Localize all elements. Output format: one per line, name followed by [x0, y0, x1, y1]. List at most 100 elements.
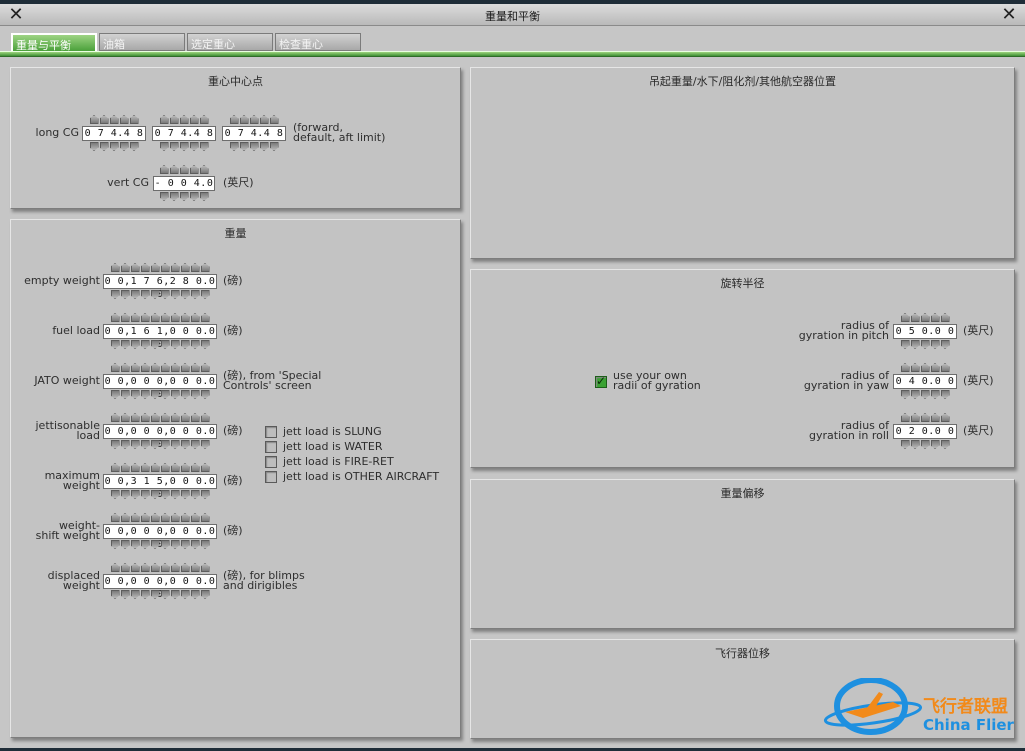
increment-arrow-icon[interactable] [169, 165, 179, 174]
increment-arrow-icon[interactable] [160, 563, 170, 572]
increment-arrow-icon[interactable] [160, 313, 170, 322]
decrement-arrow-icon[interactable] [180, 290, 190, 299]
increment-arrow-icon[interactable] [179, 165, 189, 174]
weight-input-1[interactable]: 0 0,1 6 1,0 0 0.0 0 [103, 324, 217, 350]
increment-arrow-icon[interactable] [180, 413, 190, 422]
increment-arrow-icon[interactable] [900, 413, 910, 422]
weight-input-5[interactable]: 0 0,0 0 0,0 0 0.0 0 [103, 524, 217, 550]
increment-arrow-icon[interactable] [170, 563, 180, 572]
decrement-arrow-icon[interactable] [160, 440, 170, 449]
increment-arrow-icon[interactable] [930, 313, 940, 322]
increment-arrow-icon[interactable] [110, 563, 120, 572]
increment-arrow-icon[interactable] [89, 115, 99, 124]
decrement-arrow-icon[interactable] [189, 142, 199, 151]
own-radii-checkbox[interactable] [595, 374, 607, 388]
increment-arrow-icon[interactable] [190, 413, 200, 422]
decrement-arrow-icon[interactable] [170, 390, 180, 399]
increment-arrow-icon[interactable] [180, 263, 190, 272]
increment-arrow-icon[interactable] [150, 263, 160, 272]
decrement-arrow-icon[interactable] [110, 490, 120, 499]
increment-arrow-icon[interactable] [129, 115, 139, 124]
decrement-arrow-icon[interactable] [130, 290, 140, 299]
decrement-arrow-icon[interactable] [180, 340, 190, 349]
increment-arrow-icon[interactable] [229, 115, 239, 124]
decrement-arrow-icon[interactable] [130, 390, 140, 399]
increment-arrow-icon[interactable] [120, 463, 130, 472]
decrement-arrow-icon[interactable] [190, 540, 200, 549]
jett-option-checkbox-3[interactable] [265, 471, 277, 483]
increment-arrow-icon[interactable] [160, 363, 170, 372]
increment-arrow-icon[interactable] [269, 115, 279, 124]
increment-arrow-icon[interactable] [200, 513, 210, 522]
decrement-arrow-icon[interactable] [170, 490, 180, 499]
increment-arrow-icon[interactable] [150, 463, 160, 472]
decrement-arrow-icon[interactable] [140, 590, 150, 599]
decrement-arrow-icon[interactable] [120, 340, 130, 349]
increment-arrow-icon[interactable] [170, 263, 180, 272]
decrement-arrow-icon[interactable] [169, 142, 179, 151]
increment-arrow-icon[interactable] [140, 313, 150, 322]
decrement-arrow-icon[interactable] [910, 390, 920, 399]
increment-arrow-icon[interactable] [170, 363, 180, 372]
decrement-arrow-icon[interactable] [160, 490, 170, 499]
increment-arrow-icon[interactable] [110, 513, 120, 522]
decrement-arrow-icon[interactable] [930, 340, 940, 349]
decrement-arrow-icon[interactable] [120, 290, 130, 299]
decrement-arrow-icon[interactable] [130, 590, 140, 599]
weight-input-2[interactable]: 0 0,0 0 0,0 0 0.0 0 [103, 374, 217, 400]
decrement-arrow-icon[interactable] [169, 192, 179, 201]
increment-arrow-icon[interactable] [160, 413, 170, 422]
decrement-arrow-icon[interactable] [160, 340, 170, 349]
increment-arrow-icon[interactable] [189, 165, 199, 174]
decrement-arrow-icon[interactable] [109, 142, 119, 151]
decrement-arrow-icon[interactable] [110, 540, 120, 549]
increment-arrow-icon[interactable] [159, 165, 169, 174]
decrement-arrow-icon[interactable] [940, 390, 950, 399]
increment-arrow-icon[interactable] [180, 513, 190, 522]
increment-arrow-icon[interactable] [110, 363, 120, 372]
increment-arrow-icon[interactable] [140, 363, 150, 372]
increment-arrow-icon[interactable] [930, 363, 940, 372]
decrement-arrow-icon[interactable] [130, 540, 140, 549]
increment-arrow-icon[interactable] [180, 363, 190, 372]
decrement-arrow-icon[interactable] [910, 440, 920, 449]
decrement-arrow-icon[interactable] [99, 142, 109, 151]
increment-arrow-icon[interactable] [900, 313, 910, 322]
increment-arrow-icon[interactable] [239, 115, 249, 124]
decrement-arrow-icon[interactable] [249, 142, 259, 151]
weight-input-3[interactable]: 0 0,0 0 0,0 0 0.0 0 [103, 424, 217, 450]
increment-arrow-icon[interactable] [199, 165, 209, 174]
decrement-arrow-icon[interactable] [120, 440, 130, 449]
increment-arrow-icon[interactable] [920, 313, 930, 322]
decrement-arrow-icon[interactable] [200, 390, 210, 399]
decrement-arrow-icon[interactable] [150, 340, 160, 349]
increment-arrow-icon[interactable] [940, 313, 950, 322]
increment-arrow-icon[interactable] [920, 363, 930, 372]
increment-arrow-icon[interactable] [110, 313, 120, 322]
increment-arrow-icon[interactable] [200, 463, 210, 472]
decrement-arrow-icon[interactable] [170, 540, 180, 549]
decrement-arrow-icon[interactable] [259, 142, 269, 151]
increment-arrow-icon[interactable] [99, 115, 109, 124]
increment-arrow-icon[interactable] [189, 115, 199, 124]
decrement-arrow-icon[interactable] [190, 390, 200, 399]
increment-arrow-icon[interactable] [930, 413, 940, 422]
increment-arrow-icon[interactable] [190, 463, 200, 472]
decrement-arrow-icon[interactable] [190, 340, 200, 349]
increment-arrow-icon[interactable] [940, 413, 950, 422]
gyration-input-2[interactable]: 0 2 0.0 0 [893, 424, 957, 439]
decrement-arrow-icon[interactable] [140, 540, 150, 549]
increment-arrow-icon[interactable] [150, 413, 160, 422]
increment-arrow-icon[interactable] [910, 313, 920, 322]
increment-arrow-icon[interactable] [170, 513, 180, 522]
increment-arrow-icon[interactable] [120, 513, 130, 522]
decrement-arrow-icon[interactable] [140, 440, 150, 449]
increment-arrow-icon[interactable] [130, 263, 140, 272]
decrement-arrow-icon[interactable] [150, 540, 160, 549]
increment-arrow-icon[interactable] [150, 513, 160, 522]
decrement-arrow-icon[interactable] [180, 490, 190, 499]
increment-arrow-icon[interactable] [130, 463, 140, 472]
weight-input-6[interactable]: 0 0,0 0 0,0 0 0.0 0 [103, 574, 217, 600]
increment-arrow-icon[interactable] [180, 313, 190, 322]
decrement-arrow-icon[interactable] [120, 590, 130, 599]
